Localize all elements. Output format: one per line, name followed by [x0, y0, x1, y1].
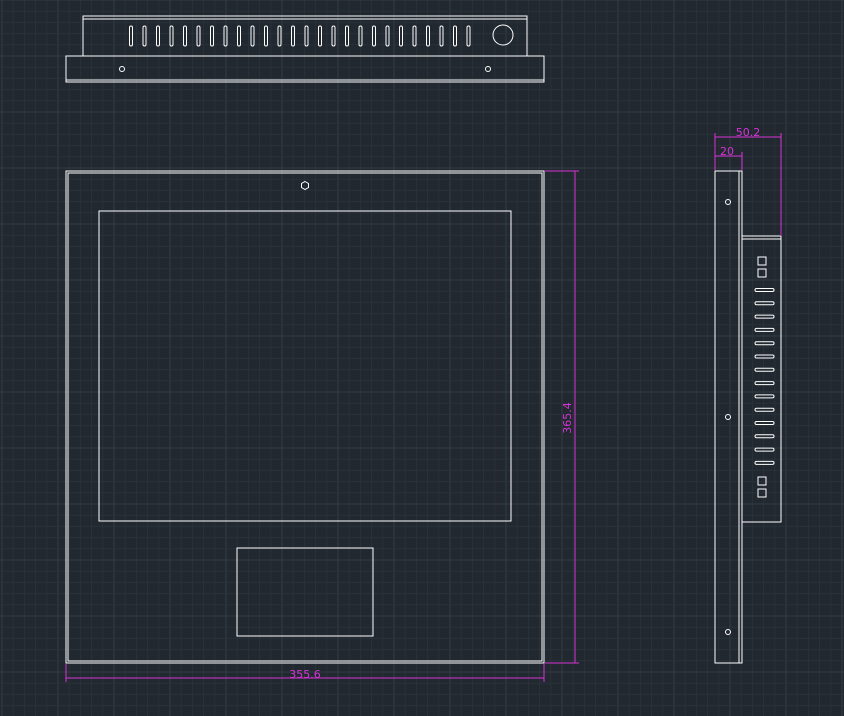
- vent-slot: [754, 421, 775, 425]
- vent-slot: [223, 25, 228, 47]
- vent-slot: [754, 434, 775, 439]
- side-view-port-3: [757, 476, 767, 486]
- vent-slot: [426, 25, 430, 47]
- width-dimension: 355.6: [65, 664, 545, 682]
- vent-slot: [169, 25, 174, 47]
- vent-slot: [372, 25, 376, 47]
- side-view-port-1: [757, 256, 767, 266]
- vent-slot: [754, 354, 775, 359]
- front-view-camera-hole: [301, 180, 309, 191]
- vent-slot: [183, 25, 187, 47]
- vent-slot: [439, 25, 444, 47]
- vent-slot: [754, 460, 775, 465]
- height-dimension-label: 365.4: [561, 402, 574, 434]
- vent-slot: [385, 25, 390, 47]
- vent-slot: [754, 381, 775, 386]
- vent-slot: [754, 301, 775, 306]
- vent-slot: [754, 314, 775, 319]
- vent-slot: [399, 25, 403, 47]
- vent-slot: [304, 25, 309, 47]
- vent-slot: [250, 25, 255, 47]
- side-view-rear-housing: [741, 235, 782, 523]
- vent-slot: [129, 25, 133, 47]
- vent-slot: [754, 327, 775, 332]
- vent-slot: [318, 25, 322, 47]
- depth-total-dimension-label: 50.2: [736, 126, 761, 139]
- vent-slot: [754, 394, 775, 399]
- top-view-screw-right: [485, 66, 491, 72]
- side-view-vent-slots: [754, 288, 775, 465]
- side-view-port-2: [757, 268, 767, 278]
- vent-slot: [412, 25, 417, 47]
- side-view-screw-middle: [725, 414, 731, 420]
- vent-slot: [358, 25, 363, 47]
- side-view-screw-top: [725, 199, 731, 205]
- vent-slot: [156, 25, 160, 47]
- front-view-touchpad-area: [236, 547, 374, 637]
- top-view-power-knob: [492, 24, 514, 46]
- front-view-screen-area: [98, 210, 512, 522]
- vent-slot: [264, 25, 268, 47]
- bezel-depth-dimension: 20: [715, 145, 743, 170]
- vent-slot: [453, 25, 457, 47]
- bezel-depth-dimension-label: 20: [720, 145, 734, 158]
- side-view: 50.2 20: [714, 126, 782, 664]
- side-view-screw-bottom: [725, 629, 731, 635]
- top-view: [65, 15, 545, 83]
- vent-slot: [237, 25, 241, 47]
- height-dimension: 365.4: [545, 170, 579, 664]
- top-view-screw-left: [119, 66, 125, 72]
- depth-total-dimension: 50.2: [714, 126, 782, 236]
- width-dimension-label: 355.6: [289, 668, 321, 681]
- side-view-port-4: [757, 488, 767, 498]
- vent-slot: [754, 341, 775, 346]
- vent-slot: [754, 367, 775, 372]
- vent-slot: [210, 25, 214, 47]
- vent-slot: [466, 25, 471, 47]
- vent-slot: [196, 25, 201, 47]
- front-view-inner-frame: [67, 172, 543, 662]
- vent-slot: [142, 25, 147, 47]
- front-view-outer-frame: [65, 170, 545, 664]
- vent-slot: [291, 25, 295, 47]
- front-view: 355.6 365.4: [65, 170, 579, 682]
- vent-slot: [331, 25, 336, 47]
- vent-slot: [345, 25, 349, 47]
- vent-slot: [277, 25, 282, 47]
- vent-slot: [754, 407, 775, 412]
- top-view-vent-slots: [129, 25, 471, 47]
- top-view-front-frame: [65, 55, 545, 83]
- vent-slot: [754, 447, 775, 452]
- vent-slot: [754, 288, 775, 292]
